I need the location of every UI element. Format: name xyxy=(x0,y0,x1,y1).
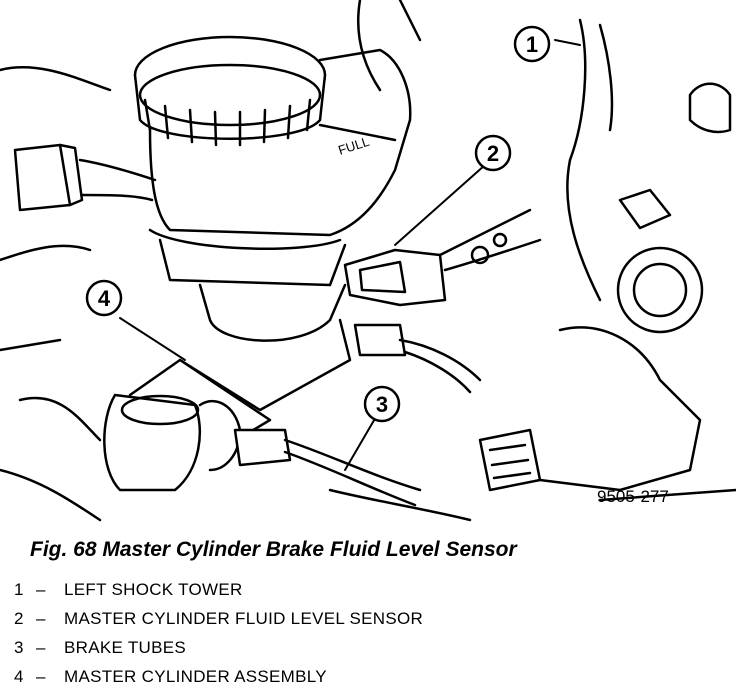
legend-item: 4–MASTER CYLINDER ASSEMBLY xyxy=(14,667,423,696)
legend-item: 1–LEFT SHOCK TOWER xyxy=(14,580,423,609)
figure-caption: Fig. 68 Master Cylinder Brake Fluid Leve… xyxy=(30,538,517,561)
cylinder-end-cap xyxy=(103,393,292,492)
legend-text: LEFT SHOCK TOWER xyxy=(64,580,243,599)
callout-3: 3 xyxy=(363,385,401,423)
legend-number: 4 xyxy=(14,667,24,686)
legend-dash: – xyxy=(36,609,46,628)
legend-dash: – xyxy=(36,638,46,657)
master-cylinder-illustration: FULL xyxy=(0,0,736,522)
legend-dash: – xyxy=(36,580,46,599)
brake-tubes xyxy=(283,323,482,507)
figure-code: 9505-277 xyxy=(597,487,669,506)
legend-item: 3–BRAKE TUBES xyxy=(14,638,423,667)
legend-number: 2 xyxy=(14,609,24,628)
legend-list: 1–LEFT SHOCK TOWER 2–MASTER CYLINDER FLU… xyxy=(14,580,423,696)
reservoir-mark: FULL xyxy=(336,134,371,158)
svg-text:3: 3 xyxy=(376,392,388,417)
svg-text:2: 2 xyxy=(487,141,499,166)
legend-number: 1 xyxy=(14,580,24,599)
fluid-level-sensor xyxy=(343,208,542,307)
shock-tower xyxy=(478,18,732,492)
svg-text:4: 4 xyxy=(98,286,111,311)
legend-text: MASTER CYLINDER ASSEMBLY xyxy=(64,667,327,686)
callout-1: 1 xyxy=(513,25,551,63)
reservoir-cap xyxy=(133,35,327,147)
legend-dash: – xyxy=(36,667,46,686)
legend-item: 2–MASTER CYLINDER FLUID LEVEL SENSOR xyxy=(14,609,423,638)
legend-number: 3 xyxy=(14,638,24,657)
svg-text:1: 1 xyxy=(526,32,538,57)
legend-text: BRAKE TUBES xyxy=(64,638,187,657)
callout-2: 2 xyxy=(474,134,512,172)
callout-4: 4 xyxy=(85,279,123,317)
legend-text: MASTER CYLINDER FLUID LEVEL SENSOR xyxy=(64,609,424,628)
reservoir-hose xyxy=(13,143,157,212)
